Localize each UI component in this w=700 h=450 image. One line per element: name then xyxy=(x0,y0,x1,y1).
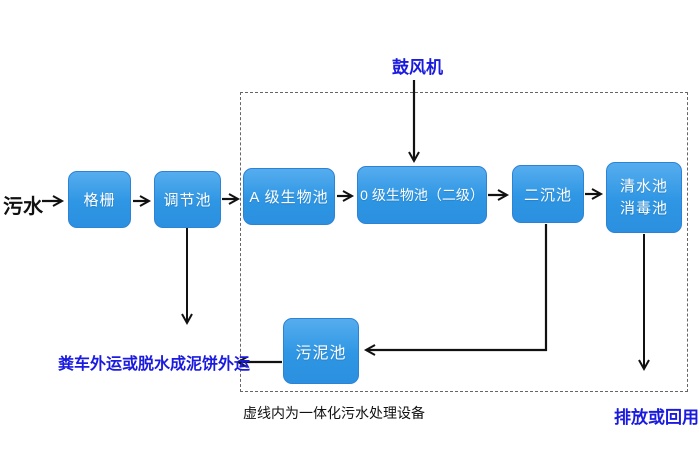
boundary-note-label: 虚线内为一体化污水处理设备 xyxy=(243,405,425,421)
node-regulating-tank-label: 调节池 xyxy=(163,192,212,209)
blower-label: 鼓风机 xyxy=(392,58,443,77)
discharge-reuse-label: 排放或回用 xyxy=(614,408,699,427)
node-clear-water-disinfection-tank: 清水池 消毒池 xyxy=(606,162,682,233)
sludge-disposal-label: 粪车外运或脱水成泥饼外运 xyxy=(58,356,251,373)
node-secondary-sedimentation-tank: 二沉池 xyxy=(512,165,584,223)
node-o-grade-bio-tank-label: 0 级生物池（二级） xyxy=(360,187,484,203)
node-regulating-tank: 调节池 xyxy=(154,171,221,228)
arrow-sed-to-sludge xyxy=(363,224,548,356)
clear-water-line: 清水池 xyxy=(619,177,668,195)
node-sludge-tank: 污泥池 xyxy=(283,318,359,384)
node-a-grade-bio-tank: A 级生物池 xyxy=(243,168,335,225)
influent-label: 污水 xyxy=(3,196,43,218)
node-secondary-sedimentation-tank-label: 二沉池 xyxy=(523,186,572,204)
node-o-grade-bio-tank: 0 级生物池（二级） xyxy=(357,166,487,224)
node-a-grade-bio-tank-label: A 级生物池 xyxy=(249,189,329,206)
node-grid-label: 格栅 xyxy=(83,192,116,209)
node-sludge-tank-label: 污泥池 xyxy=(295,345,347,362)
node-grid: 格栅 xyxy=(68,171,131,228)
disinfection-line: 消毒池 xyxy=(619,199,668,217)
integrated-equipment-boundary xyxy=(240,92,688,392)
node-clear-water-disinfection-tank-label: 清水池 消毒池 xyxy=(620,176,668,220)
